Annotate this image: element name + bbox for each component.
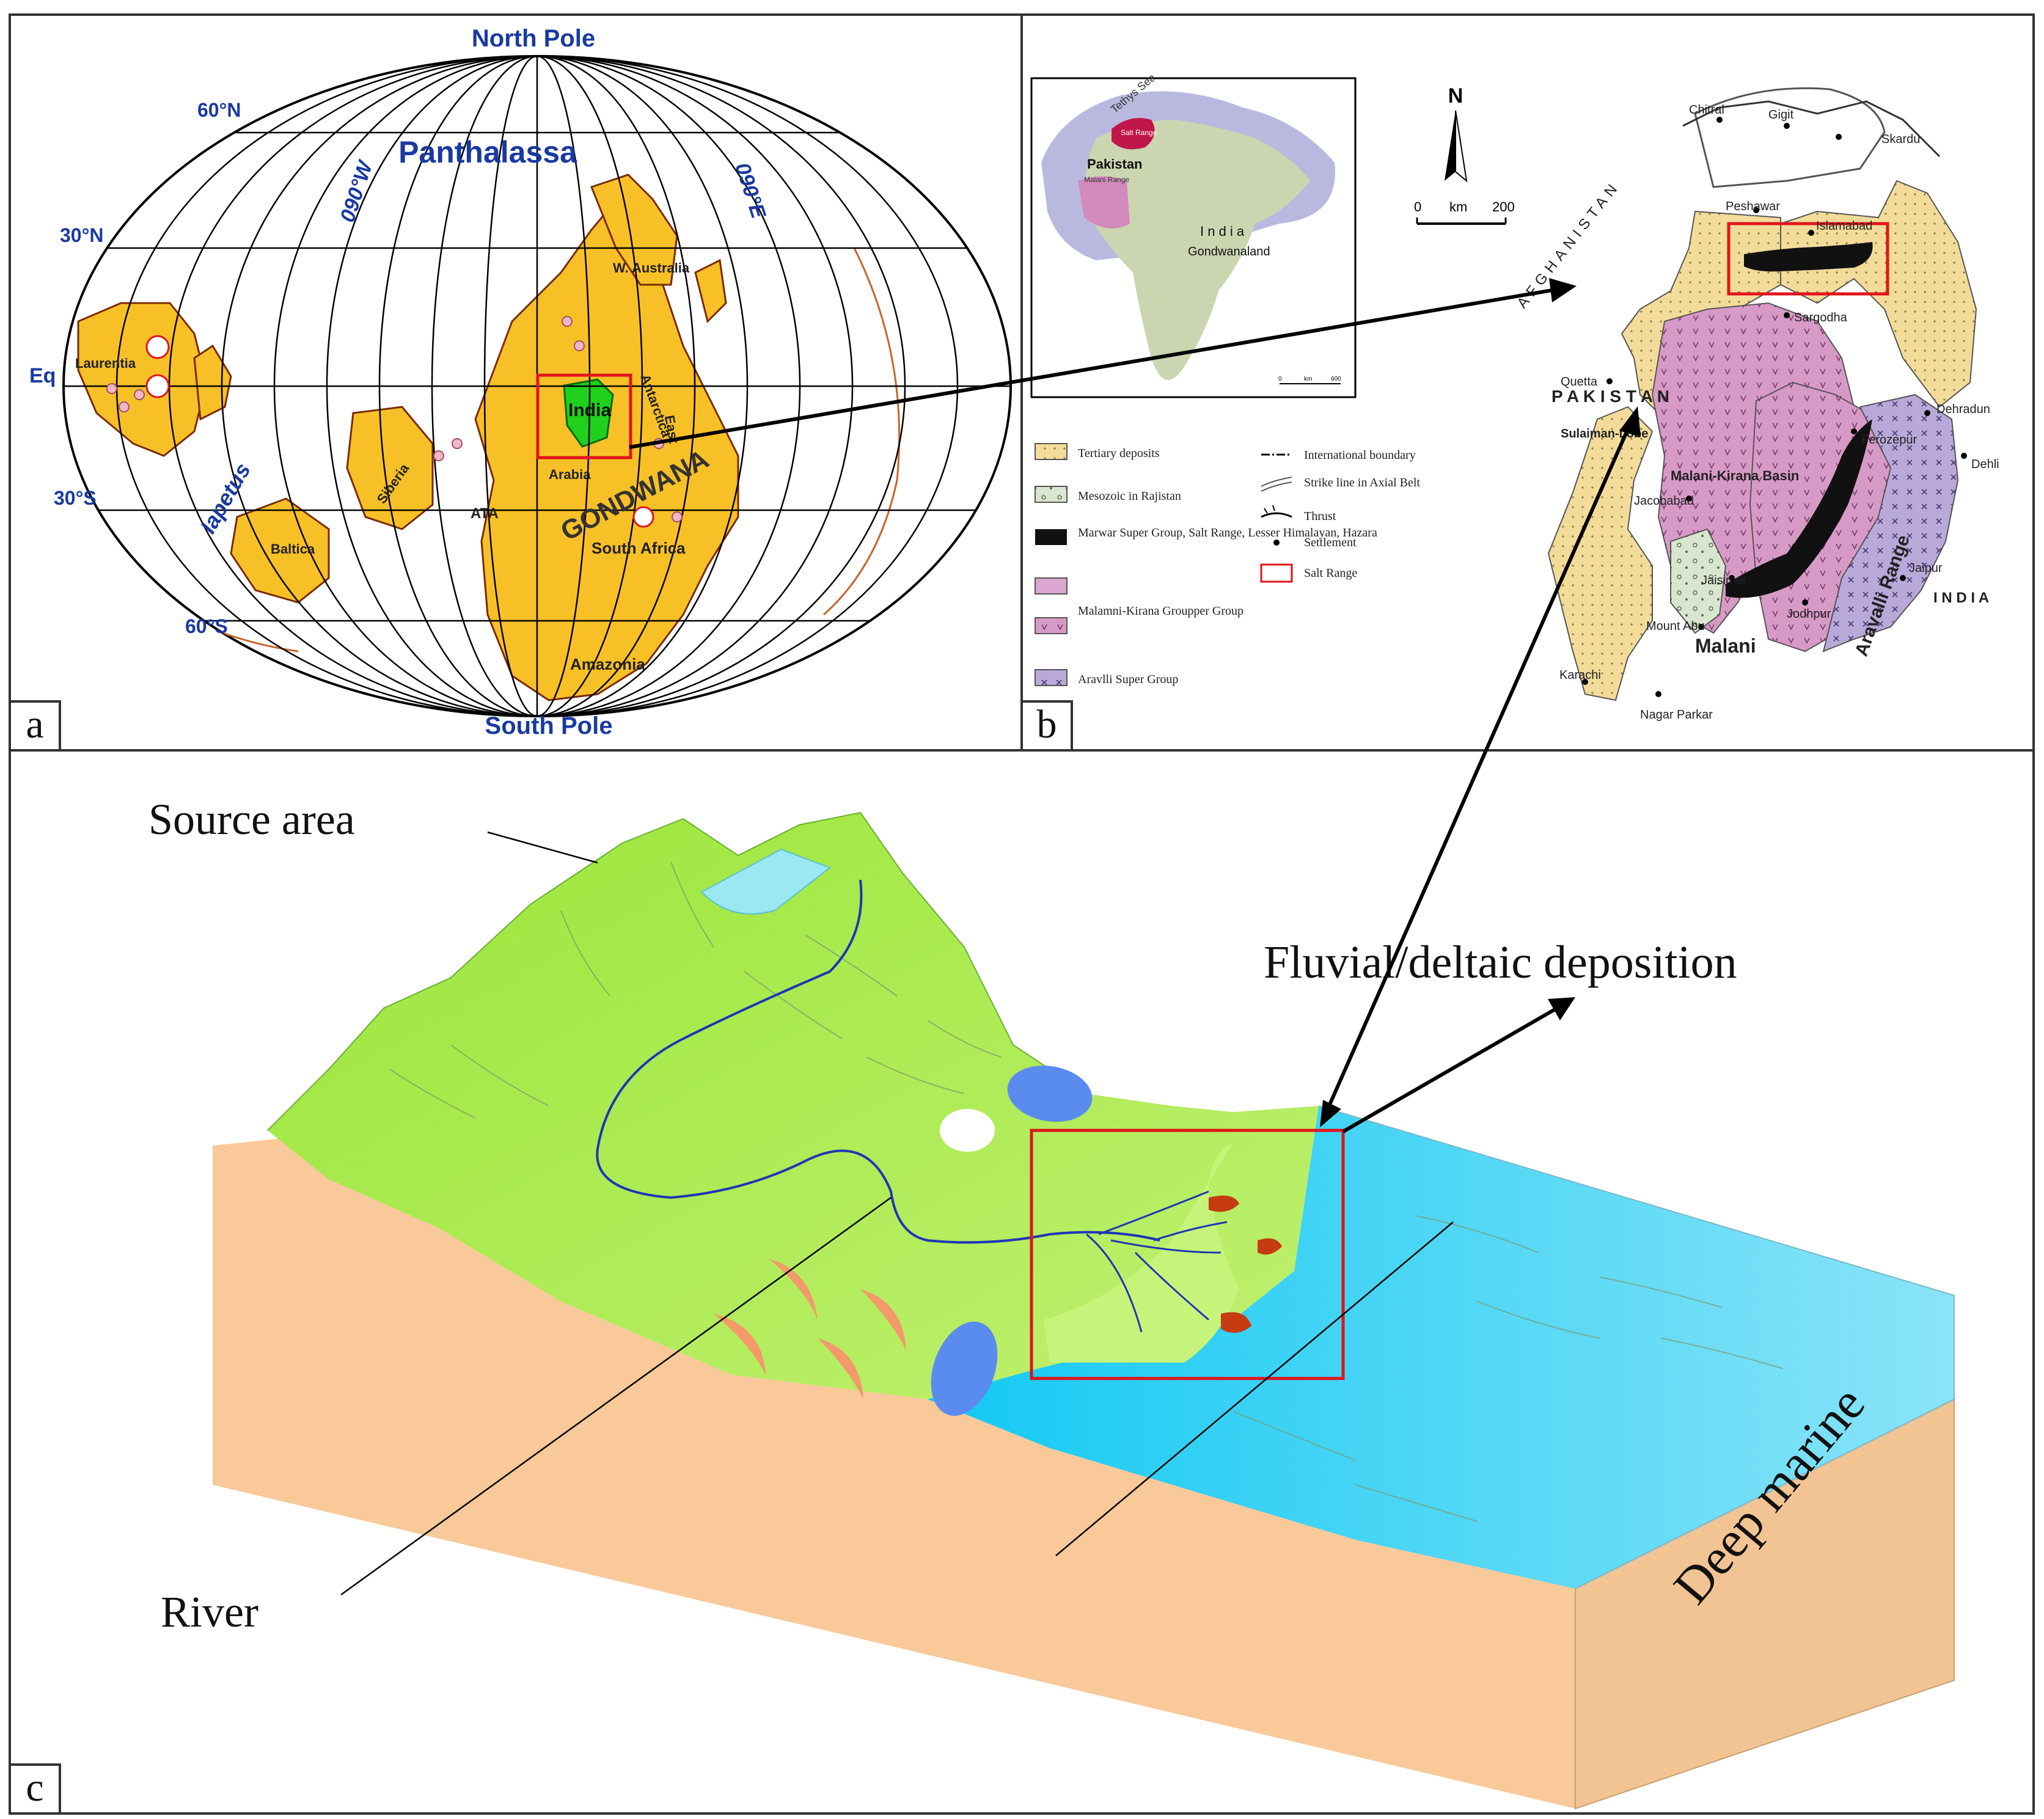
north-pole-label: North Pole <box>472 25 595 52</box>
inset-salt-range-label: Salt Range <box>1121 128 1157 137</box>
city-jaisimer: Jaisimer <box>1701 574 1747 587</box>
city-mount-abu: Mount Abu <box>1646 620 1705 633</box>
panel-c-block-diagram: Source area Fluvial/deltaic deposition R… <box>9 749 2035 1815</box>
scale-bar: 0 km 200 <box>1414 199 1515 225</box>
panel-a-paleogeographic-map: North Pole South Pole Panthalassa Iapetu… <box>9 13 1023 752</box>
place-ata: ATA <box>471 505 499 522</box>
city-ferozepur: Ferozepur <box>1861 433 1917 447</box>
place-amazonia: Amazonia <box>570 655 645 673</box>
svg-text:N: N <box>1448 84 1463 108</box>
svg-text:Aravlli Super Group: Aravlli Super Group <box>1078 673 1178 686</box>
city-nagar-parkar: Nagar Parkar <box>1640 708 1713 722</box>
svg-text:Tertiary deposits: Tertiary deposits <box>1078 447 1160 460</box>
place-baltica: Baltica <box>271 541 315 557</box>
source-area-label: Source area <box>148 795 355 844</box>
lat-30n-label: 30°N <box>60 224 104 246</box>
depositional-block-diagram: Source area Fluvial/deltaic deposition R… <box>148 795 1955 1810</box>
inset-pakistan-label: Pakistan <box>1087 156 1143 172</box>
city-skardu: Skardu <box>1881 133 1920 146</box>
panel-b-label: b <box>1023 700 1073 749</box>
svg-text:International boundary: International boundary <box>1304 448 1416 462</box>
delta-highlight-box <box>1030 1129 1345 1380</box>
svg-text:Thrust: Thrust <box>1304 510 1336 523</box>
region-india: I N D I A <box>1933 590 1989 606</box>
city-quetta: Quetta <box>1561 375 1598 389</box>
panel-c-label: c <box>11 1763 61 1812</box>
inset-scale-600: 600 <box>1331 376 1341 382</box>
svg-text:200: 200 <box>1492 199 1515 214</box>
inset-gondwana-label: Gondwanaland <box>1188 245 1270 258</box>
legend: Tertiary deposits Mesozoic in Rajistan M… <box>1035 443 1420 686</box>
place-arabia: Arabia <box>549 467 591 482</box>
inset-scale-0: 0 <box>1278 376 1282 382</box>
lat-eq-label: Eq <box>29 364 56 387</box>
river-channel <box>596 879 1160 1244</box>
globe-map: North Pole South Pole Panthalassa Iapetu… <box>29 25 1012 739</box>
inset-malani-label: Malani Range <box>1084 175 1129 184</box>
region-pakistan: P A K I S T A N <box>1551 387 1669 406</box>
svg-text:Salt Range: Salt Range <box>1304 566 1357 580</box>
city-jaipur: Jaipur <box>1909 562 1943 575</box>
region-malani-kirana-basin: Malani-Kirana Basin <box>1671 468 1799 483</box>
city-gigit: Gigit <box>1768 108 1794 122</box>
place-laurentia: Laurentia <box>75 356 136 371</box>
city-dehli: Dehli <box>1971 458 1999 471</box>
regional-geology-map: Tethys Sea Salt Range Pakistan Malani Ra… <box>1030 71 1999 722</box>
inset-scale-km: km <box>1304 376 1312 382</box>
place-w-australia: W. Australia <box>613 260 690 276</box>
city-sargodha: Sargodha <box>1794 311 1848 324</box>
lat-30s-label: 30°S <box>54 487 97 509</box>
region-afghanistan: AFGHANISTAN <box>1514 178 1623 312</box>
svg-text:0: 0 <box>1414 199 1421 214</box>
panel-b-regional-map: Tethys Sea Salt Range Pakistan Malani Ra… <box>1020 13 2035 752</box>
region-sulaiman-lobe: Sulaiman-Lobe <box>1561 427 1648 441</box>
svg-text:Malamni-Kirana Groupper Group: Malamni-Kirana Groupper Group <box>1078 604 1244 618</box>
svg-text:km: km <box>1449 199 1467 214</box>
inset-india-label: I n d i a <box>1200 224 1245 239</box>
continent-india <box>563 378 614 448</box>
region-malani: Malani <box>1695 635 1756 657</box>
city-jodhpur: Jodhpur <box>1787 607 1831 621</box>
city-chitral: Chitral <box>1689 103 1724 117</box>
continent-baltica <box>230 497 330 604</box>
arrow-icon <box>1342 997 1575 1133</box>
ocean-panthalassa-label: Panthalassa <box>398 135 577 169</box>
river-label: River <box>161 1587 258 1636</box>
south-pole-label: South Pole <box>485 712 613 739</box>
inset-map: Tethys Sea Salt Range Pakistan Malani Ra… <box>1030 71 1357 398</box>
svg-text:Mesozoic in Rajistan: Mesozoic in Rajistan <box>1078 489 1181 503</box>
svg-text:Settlement: Settlement <box>1304 536 1357 549</box>
svg-text:Marwar Super Group, Salt Range: Marwar Super Group, Salt Range, Lesser H… <box>1078 526 1377 540</box>
salt-range-box <box>1727 222 1889 296</box>
lat-60s-label: 60°S <box>185 615 228 637</box>
continent-siberia <box>346 406 434 530</box>
place-india: India <box>568 400 611 420</box>
city-peshawar: Peshawar <box>1726 200 1780 213</box>
city-islamabad: Islamabad <box>1816 219 1872 233</box>
city-dehradun: Dehradun <box>1936 403 1990 416</box>
city-karachi: Karachi <box>1559 668 1601 682</box>
north-arrow-icon: N <box>1445 84 1468 183</box>
place-south-africa: South Africa <box>592 539 686 557</box>
svg-text:Strike line in Axial Belt: Strike line in Axial Belt <box>1304 476 1420 489</box>
fluvial-deltaic-label: Fluvial/deltaic deposition <box>1264 937 1737 988</box>
lat-60n-label: 60°N <box>197 99 241 121</box>
city-jacobabad: Jacobabad <box>1634 494 1694 508</box>
panel-a-label: a <box>11 700 61 749</box>
